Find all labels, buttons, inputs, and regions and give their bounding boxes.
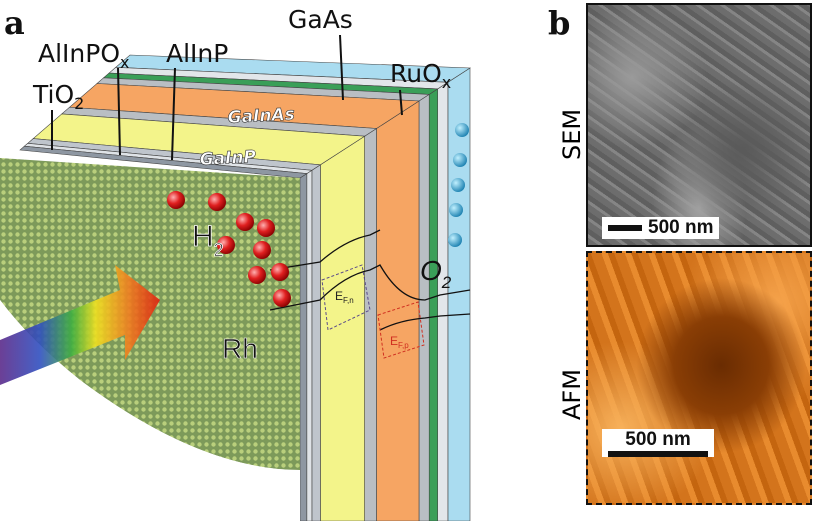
h2-label: H2 bbox=[192, 220, 224, 260]
efp-label: EF,p bbox=[390, 334, 409, 350]
green-layer-side-face bbox=[428, 88, 439, 521]
gainp-label: GaInP bbox=[199, 147, 257, 170]
light-arrow bbox=[0, 265, 160, 385]
ruox-label: RuOx bbox=[390, 59, 451, 92]
gainp-side-face bbox=[320, 135, 365, 521]
o2-label: O2 bbox=[420, 255, 452, 292]
tio2-label: TiO2 bbox=[32, 80, 84, 113]
alinp-side-face bbox=[311, 164, 321, 521]
afm-image: 500 nm bbox=[586, 251, 812, 505]
rh-label: Rh bbox=[222, 333, 258, 364]
gaas-side-face bbox=[418, 93, 430, 521]
band-diagram bbox=[269, 229, 471, 331]
efn-label: EF,n bbox=[335, 289, 354, 305]
tunnel-side-face bbox=[364, 127, 377, 521]
gaas-label: GaAs bbox=[288, 5, 353, 34]
alinp-label: AlInP bbox=[166, 39, 228, 68]
o2-bubbles bbox=[448, 123, 469, 247]
sem-image: 500 nm bbox=[586, 3, 812, 247]
afm-label: AFM bbox=[558, 369, 586, 420]
layer-stack bbox=[19, 54, 471, 521]
sem-scale-bar: 500 nm bbox=[602, 217, 720, 239]
label-arrows bbox=[51, 34, 403, 161]
gainas-label: GaInAs bbox=[227, 105, 295, 128]
tio2-side-face bbox=[299, 173, 308, 521]
sem-scale-label: 500 nm bbox=[648, 217, 714, 238]
efn-quasi-fermi bbox=[321, 264, 371, 331]
h2-bubbles bbox=[167, 191, 291, 307]
efp-quasi-fermi bbox=[377, 301, 425, 359]
ruox-side-face bbox=[437, 81, 449, 521]
panel-b-label: b bbox=[548, 4, 570, 42]
gainas-side-face bbox=[376, 100, 420, 521]
alinpox-side-face bbox=[306, 169, 313, 521]
tio2-top-face bbox=[19, 145, 308, 179]
afm-scale-bar: 500 nm bbox=[602, 429, 714, 457]
afm-scale-label: 500 nm bbox=[625, 429, 691, 450]
alinpox-label: AlInPOx bbox=[38, 39, 130, 72]
panel-a-label: a bbox=[4, 4, 25, 42]
sem-label: SEM bbox=[558, 108, 586, 160]
